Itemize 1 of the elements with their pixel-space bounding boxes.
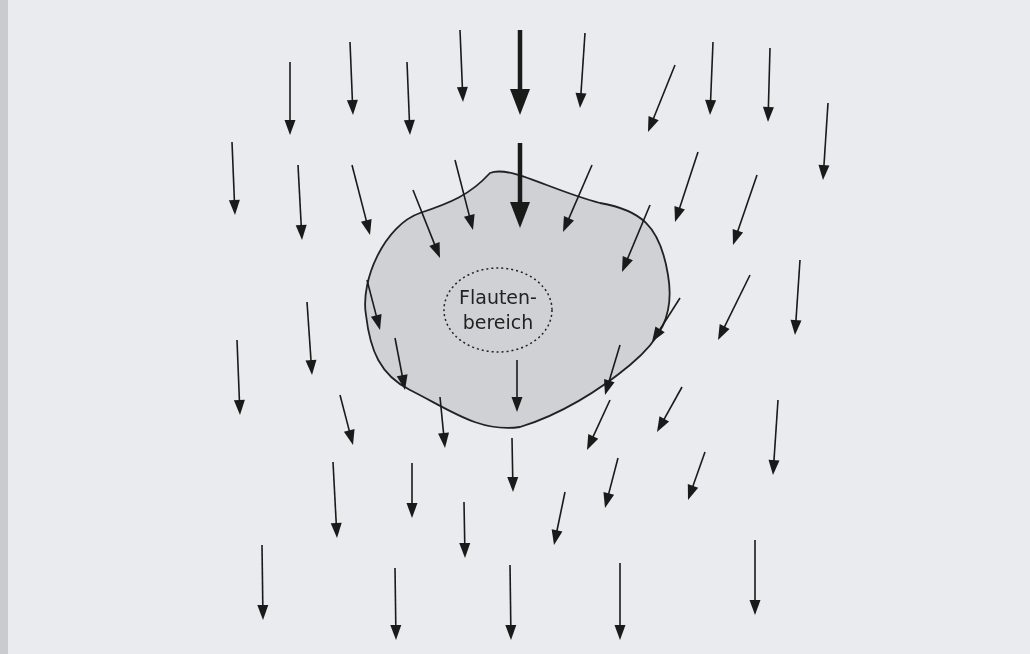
zone-label: Flauten- bereich — [458, 285, 538, 335]
